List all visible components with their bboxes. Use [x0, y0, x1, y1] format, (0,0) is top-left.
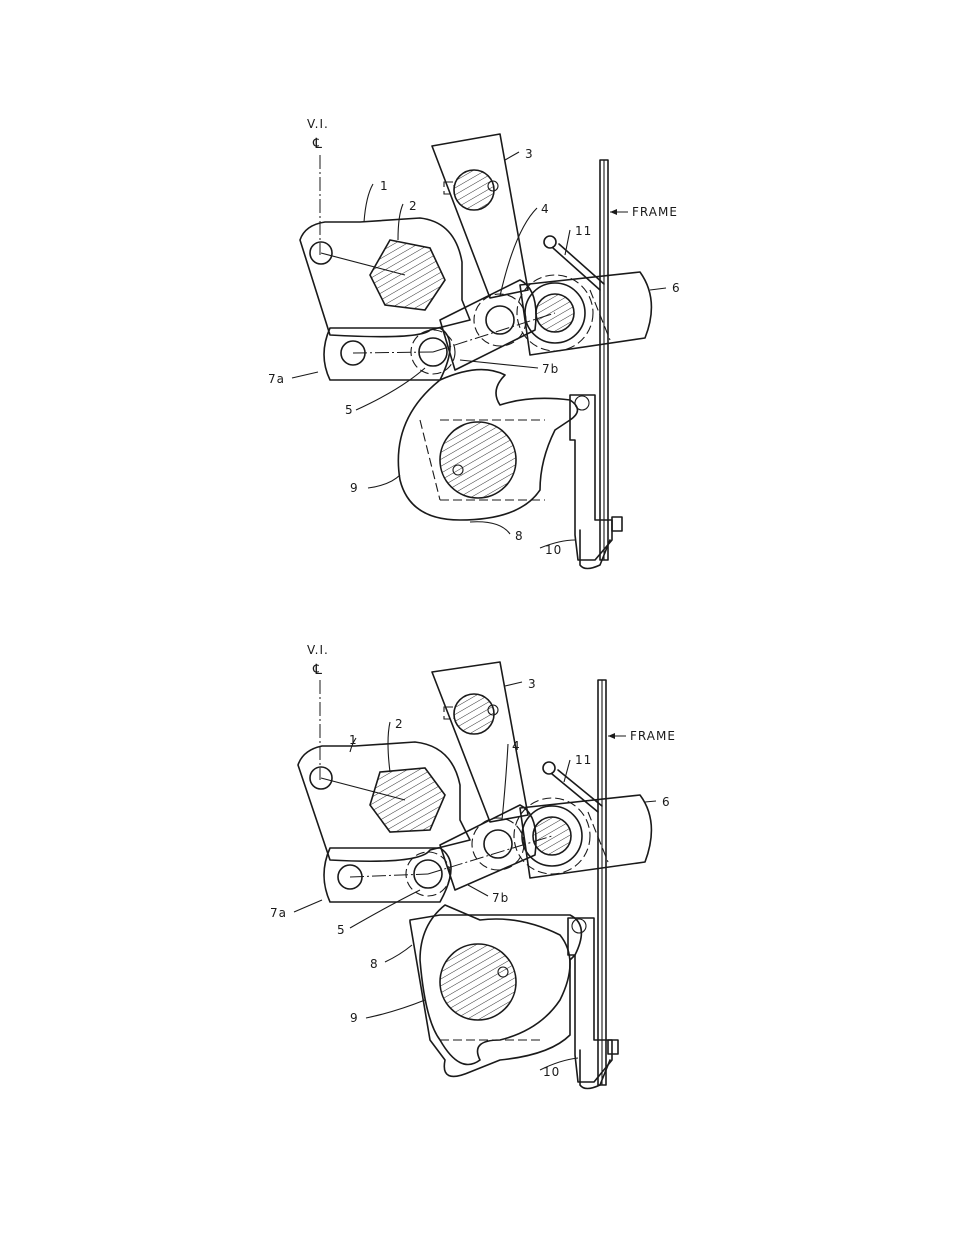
part-6-shaft — [532, 816, 572, 856]
part-10-bracket — [569, 394, 613, 561]
pivot-hole-1 — [309, 241, 333, 265]
label-10: 10 — [543, 1065, 560, 1079]
label-7b: 7b — [542, 362, 559, 376]
part-1-plate — [299, 217, 471, 338]
label-5: 5 — [337, 923, 346, 937]
label-2: 2 — [395, 717, 404, 731]
link-7b — [439, 804, 537, 891]
centerline-symbol: ℄ — [312, 136, 323, 152]
label-10: 10 — [545, 543, 562, 557]
part-2-hex-shaft — [369, 767, 446, 833]
frame-bar — [597, 679, 607, 1086]
part-6-latch — [519, 794, 653, 879]
pin-5 — [413, 859, 443, 889]
pin-4 — [483, 829, 513, 859]
part-9-cam — [397, 368, 579, 521]
label-7a: 7a — [268, 372, 285, 386]
label-8: 8 — [515, 529, 524, 543]
label-9: 9 — [350, 1011, 359, 1025]
link-7a — [323, 847, 452, 903]
label-1: 1 — [380, 179, 389, 193]
vi-label: V.I. — [307, 643, 329, 657]
label-7a: 7a — [270, 906, 287, 920]
label-6: 6 — [672, 281, 681, 295]
frame-label: FRAME — [632, 205, 678, 219]
label-3: 3 — [525, 147, 534, 161]
label-7b: 7b — [492, 891, 509, 905]
pin-4 — [485, 305, 515, 335]
label-8: 8 — [370, 957, 379, 971]
label-4: 4 — [512, 739, 521, 753]
lower-figure: V.I. ℄ FRAME — [270, 643, 676, 1090]
frame-label: FRAME — [630, 729, 676, 743]
part-3-shaft — [453, 169, 495, 211]
centerline-symbol: ℄ — [312, 662, 323, 678]
part-3-shaft — [453, 693, 495, 735]
part-6-latch — [519, 271, 653, 356]
part-6-shaft — [535, 293, 575, 333]
part-11-pin — [543, 235, 557, 249]
label-9: 9 — [350, 481, 359, 495]
label-3: 3 — [528, 677, 537, 691]
label-2: 2 — [409, 199, 418, 213]
label-11: 11 — [575, 753, 592, 767]
label-4: 4 — [541, 202, 550, 216]
part-9-cam — [419, 904, 571, 1066]
upper-figure: V.I. ℄ FRAME — [268, 117, 681, 570]
part-8-plate — [409, 914, 583, 1078]
frame-bar — [599, 159, 609, 561]
link-7b — [439, 279, 537, 371]
part-11-pin — [542, 761, 556, 775]
part-10-bracket — [567, 917, 613, 1083]
vi-label: V.I. — [307, 117, 329, 131]
part-9-shaft — [439, 421, 517, 499]
label-11: 11 — [575, 224, 592, 238]
part-2-hex-shaft — [369, 239, 446, 311]
part-3-lever — [431, 133, 529, 299]
part-9-shaft — [439, 943, 517, 1021]
part-3-lever — [431, 661, 529, 823]
label-5: 5 — [345, 403, 354, 417]
label-1: 1 — [349, 733, 358, 747]
label-6: 6 — [662, 795, 671, 809]
pivot-hole-1 — [309, 766, 333, 790]
part-1-plate — [297, 741, 471, 863]
